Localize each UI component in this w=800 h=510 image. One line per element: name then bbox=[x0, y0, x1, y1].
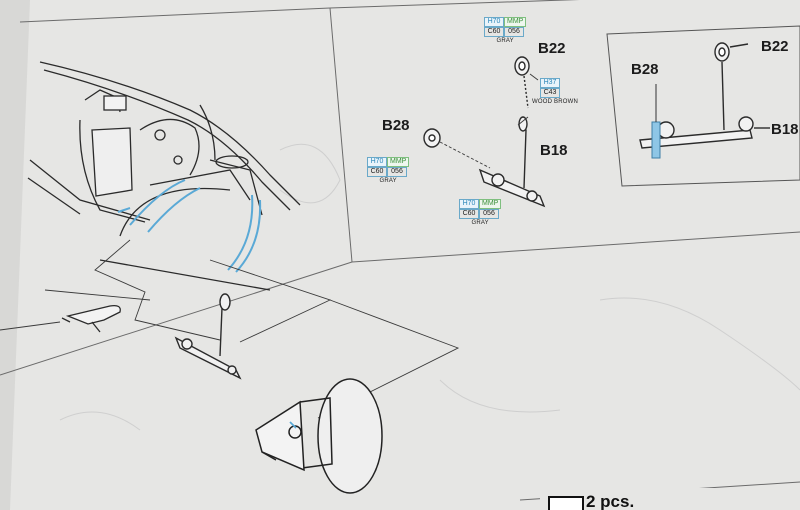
paint-code-gray-top: H70 MMP C60 056 GRAY bbox=[484, 17, 527, 45]
hobby-code: H70 bbox=[484, 17, 504, 27]
paint-code-wood-brown: H37 C43 WOOD BROWN bbox=[532, 78, 578, 106]
detail-label-b22: B22 bbox=[761, 38, 789, 55]
c-code: C60 bbox=[484, 27, 504, 37]
t-part bbox=[61, 304, 121, 333]
mmp-code: MMP bbox=[479, 199, 502, 209]
mmp-number: 056 bbox=[479, 209, 499, 219]
part-label-b18: B18 bbox=[540, 142, 568, 159]
mmp-number: 056 bbox=[504, 27, 524, 37]
paint-name: GRAY bbox=[496, 38, 514, 44]
paint-code-gray-left: H70 MMP C60 056 GRAY bbox=[367, 157, 410, 185]
paint-name: WOOD BROWN bbox=[532, 99, 578, 105]
part-label-b22: B22 bbox=[538, 40, 566, 57]
disc-blue-marks bbox=[289, 421, 297, 429]
exploded-guide-lines bbox=[439, 73, 539, 169]
hobby-code: H37 bbox=[540, 78, 560, 88]
blue-highlight-lines bbox=[117, 179, 262, 273]
mmp-code: MMP bbox=[387, 157, 410, 167]
exploded-assembly bbox=[423, 56, 546, 208]
quantity-label: 2 pcs. bbox=[586, 492, 635, 510]
b28-highlight-rod bbox=[651, 121, 661, 159]
detail-inset-box bbox=[606, 25, 800, 187]
large-disc-part bbox=[255, 378, 383, 494]
rudder-pedal-assembly-lower bbox=[174, 293, 242, 380]
paint-code-gray-bottom: H70 MMP C60 056 GRAY bbox=[459, 199, 502, 227]
fuselage-interior bbox=[27, 61, 301, 291]
detail-label-b18: B18 bbox=[771, 121, 799, 138]
mmp-number: 056 bbox=[387, 167, 407, 177]
bleed-through bbox=[59, 143, 800, 431]
page-shadow bbox=[0, 0, 30, 510]
c-code: C43 bbox=[540, 88, 560, 98]
quantity-icon bbox=[548, 496, 584, 510]
part-label-b28: B28 bbox=[382, 117, 410, 134]
detail-label-b28: B28 bbox=[631, 61, 659, 78]
detail-inset-assembly bbox=[639, 42, 770, 149]
c-code: C60 bbox=[367, 167, 387, 177]
paint-name: GRAY bbox=[471, 220, 489, 226]
hobby-code: H70 bbox=[459, 199, 479, 209]
mmp-code: MMP bbox=[504, 17, 527, 27]
c-code: C60 bbox=[459, 209, 479, 219]
hobby-code: H70 bbox=[367, 157, 387, 167]
quantity-strip bbox=[540, 488, 800, 510]
paint-name: GRAY bbox=[379, 178, 397, 184]
